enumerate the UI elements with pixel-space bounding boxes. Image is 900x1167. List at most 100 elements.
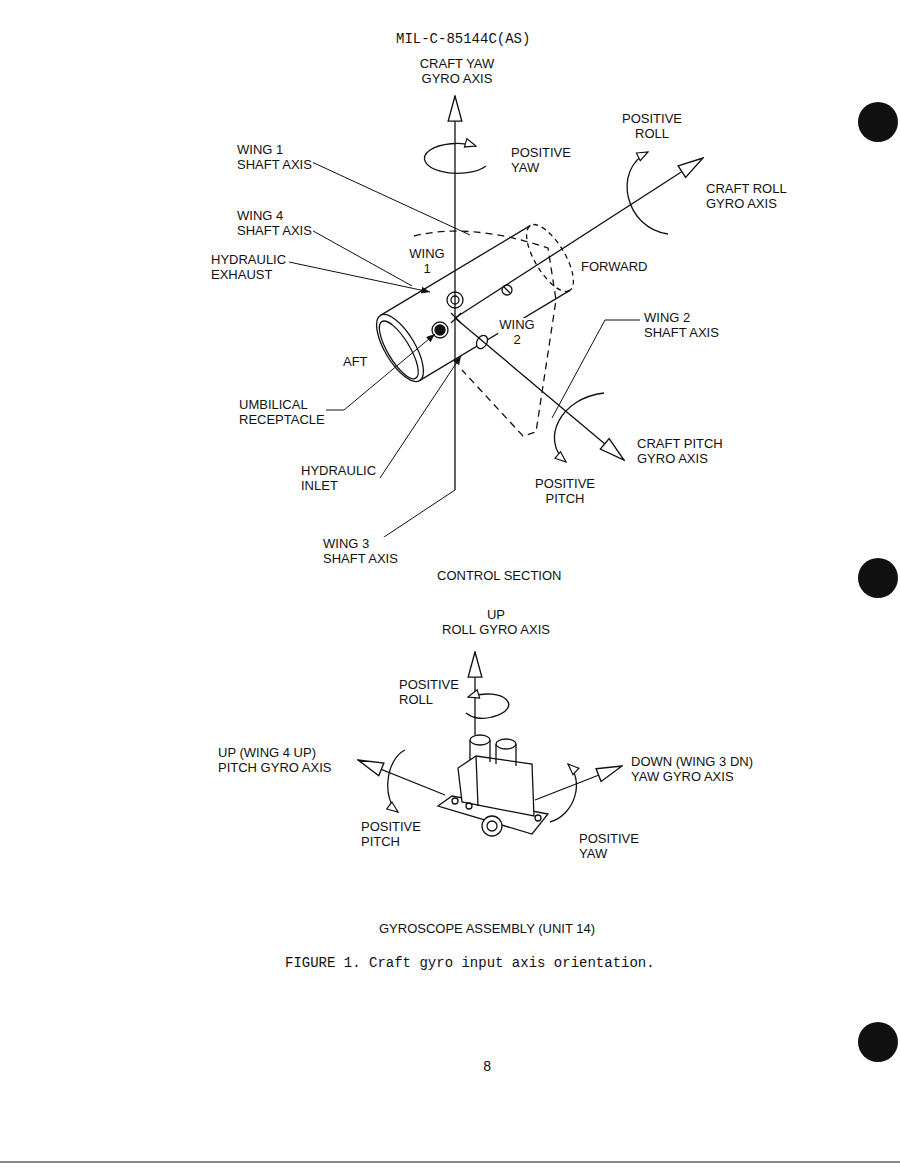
- label-line: CRAFT YAW: [420, 57, 495, 72]
- binder-holes: [858, 102, 898, 1062]
- part-label: AFT: [342, 355, 369, 370]
- label-line: POSITIVE: [361, 820, 421, 835]
- label-line: RECEPTACLE: [239, 413, 325, 428]
- label-line: YAW: [511, 161, 571, 176]
- label-line: AFT: [343, 355, 368, 370]
- label-line: GYRO AXIS: [637, 452, 723, 467]
- label-line: PITCH: [535, 492, 595, 507]
- connector-port: [482, 816, 502, 836]
- label-line: MIL-C-85144C(AS): [396, 32, 530, 48]
- control-section: [368, 218, 583, 436]
- craft-axes: [425, 96, 703, 490]
- label-line: HYDRAULIC: [211, 253, 286, 268]
- label-line: GYRO AXIS: [420, 72, 495, 87]
- part-label: WING 2: [498, 318, 535, 347]
- label-line: GYROSCOPE ASSEMBLY (UNIT 14): [379, 922, 595, 937]
- forward-end: [518, 218, 583, 299]
- label-line: SHAFT AXIS: [644, 326, 719, 341]
- binder-hole: [858, 558, 898, 598]
- label-line: CRAFT ROLL: [706, 182, 787, 197]
- drawing-stroke: [368, 308, 433, 389]
- part-label: POSITIVE ROLL: [398, 678, 460, 707]
- leader-line: [552, 320, 640, 418]
- yaw-rotation-arrow: [425, 143, 486, 173]
- label-line: POSITIVE: [622, 112, 682, 127]
- part-label: POSITIVE YAW: [510, 146, 572, 175]
- part-label: GYROSCOPE ASSEMBLY (UNIT 14): [378, 922, 596, 937]
- label-line: EXHAUST: [211, 268, 286, 283]
- aft-end: [368, 308, 433, 389]
- part-label: CRAFT YAW GYRO AXIS: [419, 57, 496, 86]
- roll-rotation-arrow: [627, 152, 668, 234]
- part-label: DOWN (WING 3 DN) YAW GYRO AXIS: [630, 755, 754, 784]
- pitch-rotation-arrow: [388, 750, 405, 812]
- part-label: CRAFT PITCH GYRO AXIS: [636, 437, 724, 466]
- label-line: DOWN (WING 3 DN): [631, 755, 753, 770]
- part-label: POSITIVE YAW: [578, 832, 640, 861]
- label-line: 8: [483, 1060, 491, 1076]
- label-line: ROLL GYRO AXIS: [442, 623, 550, 638]
- label-line: FORWARD: [581, 260, 647, 275]
- cylinder-edge: [420, 291, 570, 381]
- part-label: WING 1 SHAFT AXIS: [236, 143, 313, 172]
- label-line: 2: [499, 333, 534, 348]
- label-line: WING: [499, 318, 534, 333]
- label-line: WING 4: [237, 209, 312, 224]
- roll-rotation-arrow: [466, 694, 509, 718]
- label-line: HYDRAULIC: [301, 464, 376, 479]
- part-label: WING 2 SHAFT AXIS: [643, 311, 720, 340]
- label-line: WING 2: [644, 311, 719, 326]
- label-line: ROLL: [399, 693, 459, 708]
- figure-caption: FIGURE 1. Craft gyro input axis orientat…: [284, 956, 656, 972]
- part-label: POSITIVE PITCH: [534, 477, 596, 506]
- label-line: UP (WING 4 UP): [218, 746, 331, 761]
- label-line: CRAFT PITCH: [637, 437, 723, 452]
- roll-gyro-axis: [474, 652, 475, 735]
- leader-line: [380, 356, 461, 478]
- label-line: YAW GYRO AXIS: [631, 770, 753, 785]
- part-label: UP (WING 4 UP) PITCH GYRO AXIS: [217, 746, 332, 775]
- label-line: 1: [409, 262, 444, 277]
- label-line: ROLL: [622, 127, 682, 142]
- connector-port: [487, 821, 497, 831]
- roll-axis: [455, 158, 703, 318]
- yaw-gyro-axis: [535, 766, 622, 800]
- binder-hole: [858, 102, 898, 142]
- gyro-cylinder: [470, 735, 490, 745]
- drawing-stroke: [372, 316, 425, 384]
- label-line: POSITIVE: [535, 477, 595, 492]
- label-line: INLET: [301, 479, 376, 494]
- part-label: UMBILICAL RECEPTACLE: [238, 398, 326, 427]
- leader-line: [322, 334, 435, 410]
- label-line: POSITIVE: [399, 678, 459, 693]
- leader-line: [288, 151, 470, 235]
- label-line: SHAFT AXIS: [323, 552, 398, 567]
- wing-4-shaft-hole: [504, 287, 510, 293]
- label-line: POSITIVE: [511, 146, 571, 161]
- gyro-axes: [358, 652, 622, 822]
- leader-lines: [288, 151, 640, 545]
- gyro-body: [476, 756, 478, 806]
- screw: [466, 803, 472, 809]
- binder-hole: [858, 1022, 898, 1062]
- part-label: POSITIVE ROLL: [621, 112, 683, 141]
- label-line: PITCH: [361, 835, 421, 850]
- part-label: MIL-C-85144C(AS): [395, 32, 531, 48]
- umbilical-receptacle: [435, 325, 445, 335]
- label-line: POSITIVE: [579, 832, 639, 847]
- label-line: YAW: [579, 847, 639, 862]
- part-label: UP ROLL GYRO AXIS: [441, 608, 551, 637]
- yaw-axis: [454, 96, 455, 490]
- label-line: UMBILICAL: [239, 398, 325, 413]
- label-line: WING 1: [237, 143, 312, 158]
- part-label: POSITIVE PITCH: [360, 820, 422, 849]
- pitch-gyro-axis: [358, 760, 445, 795]
- yaw-rotation-arrow: [550, 764, 576, 822]
- drawing-stroke: [518, 218, 583, 299]
- part-label: CRAFT ROLL GYRO AXIS: [705, 182, 788, 211]
- label-line: WING: [409, 247, 444, 262]
- screw: [452, 798, 458, 804]
- label-line: SHAFT AXIS: [237, 224, 312, 239]
- screw: [535, 815, 541, 821]
